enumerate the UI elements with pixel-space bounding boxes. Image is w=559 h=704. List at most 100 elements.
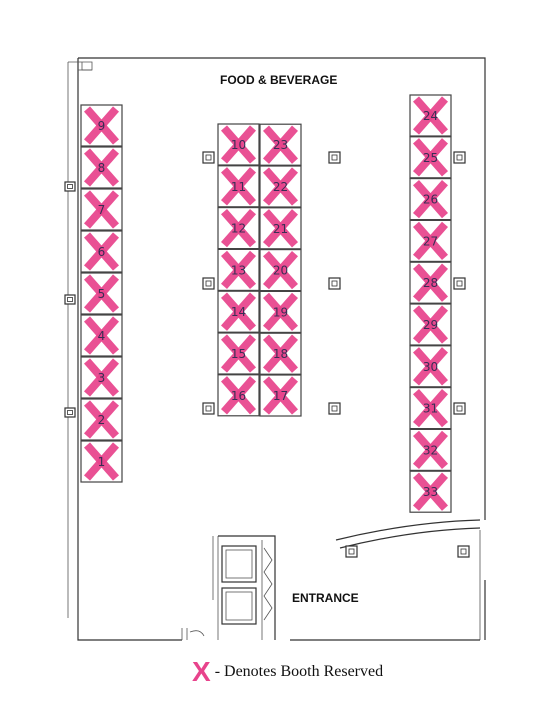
reserved-x-icon bbox=[220, 250, 257, 290]
booth-number: 18 bbox=[273, 347, 288, 361]
reserved-x-icon bbox=[412, 305, 449, 344]
reserved-x-icon bbox=[412, 430, 449, 470]
booth-31[interactable]: 31 bbox=[409, 387, 452, 430]
booth-26[interactable]: 26 bbox=[409, 178, 452, 221]
booth-number: 19 bbox=[273, 305, 288, 319]
reserved-x-icon bbox=[83, 316, 120, 355]
booth-number: 23 bbox=[273, 138, 288, 152]
column bbox=[453, 151, 466, 164]
booth-1[interactable]: 1 bbox=[80, 440, 123, 483]
walls bbox=[67, 57, 486, 641]
booth-18[interactable]: 18 bbox=[259, 332, 302, 375]
reserved-x-icon bbox=[262, 334, 299, 373]
booth-number: 20 bbox=[273, 264, 288, 278]
booth-21[interactable]: 21 bbox=[259, 207, 302, 250]
booth-number: 29 bbox=[423, 318, 438, 332]
booth-13[interactable]: 13 bbox=[217, 248, 260, 291]
booth-23[interactable]: 23 bbox=[259, 123, 302, 166]
booth-number: 31 bbox=[423, 402, 438, 416]
reserved-x-icon bbox=[412, 221, 449, 261]
reserved-x-icon bbox=[262, 250, 299, 290]
column bbox=[328, 402, 341, 415]
booth-10[interactable]: 10 bbox=[217, 123, 260, 166]
reserved-x-icon bbox=[220, 167, 257, 206]
reserved-x-icon bbox=[412, 138, 449, 177]
booth-number: 11 bbox=[231, 180, 246, 194]
reserved-x-icon: X bbox=[192, 656, 211, 687]
booth-4[interactable]: 4 bbox=[80, 314, 123, 357]
booth-3[interactable]: 3 bbox=[80, 356, 123, 399]
booth-number: 32 bbox=[423, 443, 438, 457]
booth-number: 27 bbox=[423, 234, 438, 248]
booth-29[interactable]: 29 bbox=[409, 303, 452, 346]
booth-5[interactable]: 5 bbox=[80, 272, 123, 315]
reserved-x-icon bbox=[220, 125, 257, 164]
booth-16[interactable]: 16 bbox=[217, 374, 260, 417]
reserved-x-icon bbox=[83, 358, 120, 397]
booth-number: 16 bbox=[231, 389, 246, 403]
booth-number: 26 bbox=[423, 193, 438, 207]
booth-27[interactable]: 27 bbox=[409, 219, 452, 262]
reserved-x-icon bbox=[220, 334, 257, 373]
reserved-x-icon bbox=[83, 274, 120, 313]
booth-number: 9 bbox=[98, 119, 106, 133]
reserved-x-icon bbox=[83, 106, 120, 145]
booth-8[interactable]: 8 bbox=[80, 146, 123, 189]
booth-number: 1 bbox=[98, 455, 106, 469]
booth-number: 10 bbox=[231, 138, 246, 152]
column bbox=[345, 545, 358, 558]
column bbox=[202, 151, 215, 164]
booth-7[interactable]: 7 bbox=[80, 188, 123, 231]
reserved-x-icon bbox=[262, 376, 299, 415]
reserved-x-icon bbox=[220, 208, 257, 248]
booth-19[interactable]: 19 bbox=[259, 290, 302, 333]
booth-24[interactable]: 24 bbox=[409, 94, 452, 137]
legend-text: - Denotes Booth Reserved bbox=[214, 663, 384, 680]
booth-2[interactable]: 2 bbox=[80, 398, 123, 441]
column bbox=[202, 277, 215, 290]
columns bbox=[64, 151, 470, 558]
food-beverage-label: FOOD & BEVERAGE bbox=[220, 73, 337, 87]
booth-number: 28 bbox=[423, 276, 438, 290]
booth-20[interactable]: 20 bbox=[259, 249, 302, 292]
booth-22[interactable]: 22 bbox=[259, 165, 302, 208]
column bbox=[64, 407, 76, 418]
booth-33[interactable]: 33 bbox=[409, 470, 452, 513]
reserved-x-icon bbox=[412, 96, 449, 135]
booth-number: 13 bbox=[231, 263, 246, 277]
booth-11[interactable]: 11 bbox=[217, 165, 260, 208]
booth-6[interactable]: 6 bbox=[80, 230, 123, 273]
reserved-x-icon bbox=[412, 263, 449, 302]
booth-number: 12 bbox=[231, 222, 246, 236]
column bbox=[202, 402, 215, 415]
reserved-x-icon bbox=[83, 148, 120, 187]
column bbox=[328, 277, 341, 290]
legend: X - Denotes Booth Reserved bbox=[192, 656, 383, 688]
booth-number: 8 bbox=[98, 161, 106, 175]
booth-17[interactable]: 17 bbox=[259, 374, 302, 417]
booth-25[interactable]: 25 bbox=[409, 136, 452, 179]
booth-number: 15 bbox=[231, 347, 246, 361]
booth-15[interactable]: 15 bbox=[217, 332, 260, 375]
reserved-x-icon bbox=[412, 347, 449, 386]
reserved-x-icon bbox=[83, 232, 120, 271]
booth-number: 6 bbox=[98, 245, 106, 259]
booth-number: 7 bbox=[98, 203, 106, 217]
reserved-x-icon bbox=[412, 179, 449, 219]
reserved-x-icon bbox=[412, 472, 449, 511]
reserved-x-icon bbox=[412, 388, 449, 428]
booth-28[interactable]: 28 bbox=[409, 261, 452, 304]
booth-number: 22 bbox=[273, 180, 288, 194]
column bbox=[328, 151, 341, 164]
column bbox=[453, 402, 466, 415]
booth-14[interactable]: 14 bbox=[217, 290, 260, 333]
booth-number: 14 bbox=[231, 305, 246, 319]
booth-number: 5 bbox=[98, 287, 106, 301]
booth-9[interactable]: 9 bbox=[80, 104, 123, 147]
booth-30[interactable]: 30 bbox=[409, 345, 452, 388]
booth-12[interactable]: 12 bbox=[217, 207, 260, 250]
column bbox=[453, 277, 466, 290]
booth-32[interactable]: 32 bbox=[409, 428, 452, 471]
